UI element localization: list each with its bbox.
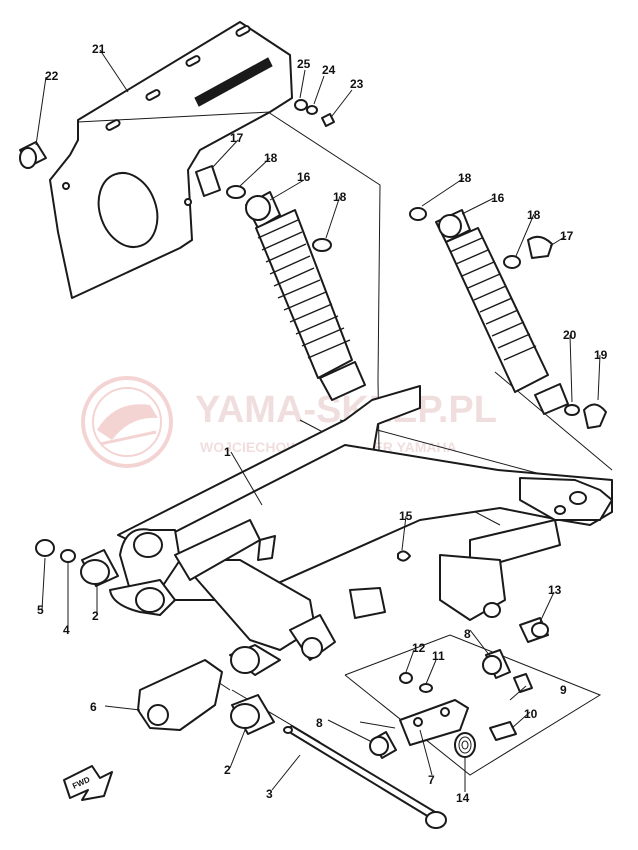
left-pivot-collars xyxy=(35,539,119,587)
callout-2-left: 2 xyxy=(92,609,99,623)
callout-8-upper: 8 xyxy=(464,627,471,641)
frame xyxy=(117,385,613,621)
callout-21: 21 xyxy=(92,42,106,56)
callout-labels: 1 2 2 3 4 5 6 7 8 8 9 10 11 12 13 14 15 … xyxy=(37,42,608,805)
cover-slots xyxy=(105,25,251,131)
callout-24: 24 xyxy=(322,63,336,77)
callout-leaders xyxy=(35,49,601,792)
callout-13: 13 xyxy=(548,583,562,597)
swing-arm-pivot xyxy=(109,519,336,676)
callout-25: 25 xyxy=(297,57,311,71)
callout-18-right-b: 18 xyxy=(527,208,541,222)
stand-bracket-hardware xyxy=(369,550,549,759)
side-cover xyxy=(49,21,293,299)
callout-9: 9 xyxy=(560,683,567,697)
lower-pivot-collar xyxy=(230,694,275,735)
callout-18-right-a: 18 xyxy=(458,171,472,185)
cover-fasteners xyxy=(294,99,335,127)
callout-7: 7 xyxy=(428,773,435,787)
callout-15: 15 xyxy=(399,509,413,523)
callout-18-left-a: 18 xyxy=(264,151,278,165)
callout-23: 23 xyxy=(350,77,364,91)
pivot-shaft xyxy=(283,725,447,829)
callout-18-left-b: 18 xyxy=(333,190,347,204)
watermark-logo-icon xyxy=(81,376,173,468)
pivot-cover xyxy=(137,659,223,731)
callout-17-right: 17 xyxy=(560,229,574,243)
callout-22: 22 xyxy=(45,69,59,83)
callout-19: 19 xyxy=(594,348,608,362)
callout-20: 20 xyxy=(563,328,577,342)
callout-8-lower: 8 xyxy=(316,716,323,730)
callout-14: 14 xyxy=(456,791,470,805)
watermark: YAMA-SKLEP.PL WOJCIECHOWSKI - DEALER YAM… xyxy=(81,376,497,468)
grommet xyxy=(19,141,47,169)
left-shock-absorber xyxy=(195,165,366,401)
callout-2-lower: 2 xyxy=(224,763,231,777)
callout-12: 12 xyxy=(412,641,426,655)
callout-17-left: 17 xyxy=(230,131,244,145)
callout-5: 5 xyxy=(37,603,44,617)
cover-vents xyxy=(194,57,273,107)
callout-1: 1 xyxy=(224,445,231,459)
callout-16-right: 16 xyxy=(491,191,505,205)
spring-coil xyxy=(454,732,476,758)
callout-4: 4 xyxy=(63,623,70,637)
callout-6: 6 xyxy=(90,700,97,714)
callout-3: 3 xyxy=(266,787,273,801)
callout-11: 11 xyxy=(432,649,445,663)
forward-arrow-icon: FWD xyxy=(63,765,113,801)
callout-16-left: 16 xyxy=(297,170,311,184)
callout-10: 10 xyxy=(524,707,538,721)
right-shock-absorber xyxy=(409,207,607,429)
